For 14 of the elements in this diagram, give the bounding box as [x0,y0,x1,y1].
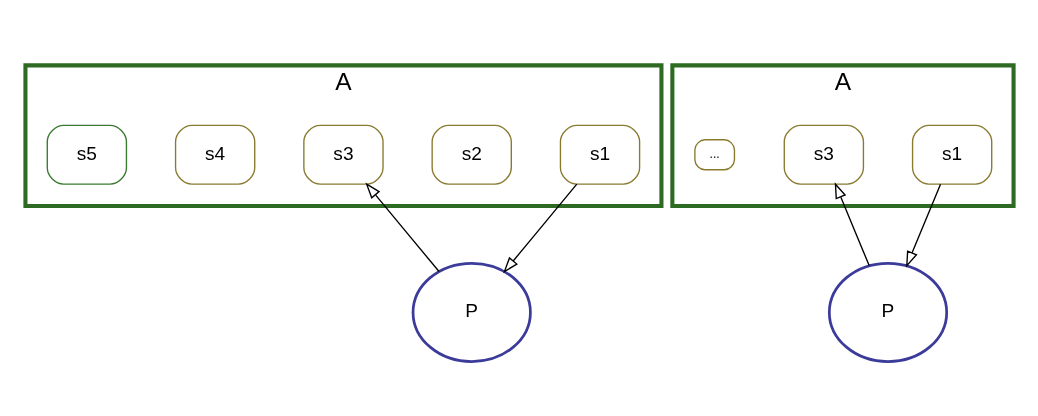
node-box: ... [693,139,735,171]
node-box: s5 [46,124,127,185]
node-ellipse: P [827,261,948,363]
node-box: s1 [559,124,640,185]
node-box: s1 [911,124,992,185]
arrow [905,183,941,268]
node-ellipse: P [411,261,532,363]
node-box: s3 [302,124,384,185]
arrow [364,182,440,273]
node-box: s2 [430,124,512,185]
arrow [502,183,577,274]
arrow [834,182,870,267]
node-box: s3 [783,124,864,185]
node-box: s4 [174,124,255,185]
